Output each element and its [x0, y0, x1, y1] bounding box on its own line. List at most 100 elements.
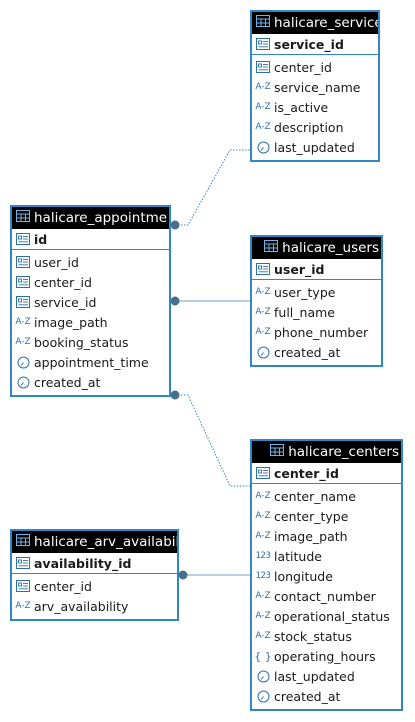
- primary-key-row[interactable]: availability_id: [12, 553, 177, 574]
- entity-title: halicare_service: [274, 15, 378, 31]
- clock-icon: [255, 689, 271, 703]
- text-icon: A-Z: [255, 122, 271, 132]
- column-row[interactable]: user_id: [12, 252, 169, 272]
- column-row[interactable]: { }operating_hours: [252, 646, 401, 666]
- text-icon: A-Z: [255, 591, 271, 601]
- column-row[interactable]: created_at: [252, 342, 381, 362]
- json-icon: { }: [254, 649, 272, 663]
- column-label: image_path: [34, 314, 108, 330]
- key-icon: [255, 262, 271, 276]
- table-icon: [16, 534, 30, 550]
- text-icon: A-Z: [255, 491, 271, 501]
- column-label: operating_hours: [274, 648, 376, 664]
- primary-key-row[interactable]: id: [12, 229, 169, 250]
- key-icon: [15, 255, 31, 269]
- fk-appointments-services: [175, 149, 250, 226]
- text-icon: A-Z: [255, 611, 271, 621]
- primary-key-label: service_id: [274, 36, 344, 52]
- connector-dot: [170, 296, 180, 306]
- column-label: user_type: [274, 284, 336, 300]
- column-label: last_updated: [274, 668, 355, 684]
- column-row[interactable]: service_id: [12, 292, 169, 312]
- entity-header: halicare_users: [252, 237, 381, 259]
- column-label: booking_status: [34, 334, 129, 350]
- column-label: created_at: [34, 374, 101, 390]
- primary-key-label: availability_id: [34, 555, 132, 571]
- column-label: operational_status: [274, 608, 390, 624]
- column-label: is_active: [274, 99, 329, 115]
- column-row[interactable]: center_id: [12, 576, 177, 596]
- key-icon: [15, 275, 31, 289]
- key-icon: [15, 579, 31, 593]
- number-icon: 123: [255, 551, 271, 561]
- column-label: image_path: [274, 528, 348, 544]
- fk-appointments-centers: [175, 394, 250, 487]
- column-row[interactable]: last_updated: [252, 666, 401, 686]
- table-icon: [264, 240, 279, 256]
- column-row[interactable]: center_id: [12, 272, 169, 292]
- primary-key-label: user_id: [274, 261, 325, 277]
- column-label: center_id: [34, 274, 92, 290]
- primary-key-row[interactable]: user_id: [252, 259, 381, 280]
- column-label: latitude: [274, 548, 322, 564]
- text-icon: A-Z: [15, 317, 31, 327]
- column-row[interactable]: last_updated: [252, 137, 378, 157]
- text-icon: A-Z: [255, 631, 271, 641]
- column-row[interactable]: created_at: [12, 372, 169, 392]
- column-row[interactable]: appointment_time: [12, 352, 169, 372]
- number-icon: 123: [255, 571, 271, 581]
- text-icon: A-Z: [255, 307, 271, 317]
- clock-icon: [255, 345, 271, 359]
- key-icon: [255, 466, 271, 480]
- text-icon: A-Z: [255, 511, 271, 521]
- table-icon: [16, 210, 30, 226]
- table-icon: [256, 15, 270, 31]
- key-icon: [15, 295, 31, 309]
- key-icon: [255, 37, 271, 51]
- clock-icon: [15, 375, 31, 389]
- primary-key-label: center_id: [274, 465, 339, 481]
- column-label: phone_number: [274, 324, 369, 340]
- text-icon: A-Z: [255, 287, 271, 297]
- column-label: full_name: [274, 304, 335, 320]
- column-label: user_id: [34, 254, 79, 270]
- primary-key-row[interactable]: center_id: [252, 463, 401, 484]
- column-label: stock_status: [274, 628, 352, 644]
- entity-title: halicare_arv_availabil: [34, 534, 177, 550]
- column-label: created_at: [274, 344, 341, 360]
- column-row[interactable]: center_id: [252, 57, 378, 77]
- primary-key-row[interactable]: service_id: [252, 34, 378, 55]
- column-label: center_id: [274, 59, 332, 75]
- column-row[interactable]: created_at: [252, 686, 401, 706]
- entity-availability[interactable]: halicare_arv_availabil availability_id c…: [10, 529, 179, 621]
- key-icon: [15, 556, 31, 570]
- column-label: description: [274, 119, 344, 135]
- text-icon: A-Z: [255, 531, 271, 541]
- text-icon: A-Z: [15, 601, 31, 611]
